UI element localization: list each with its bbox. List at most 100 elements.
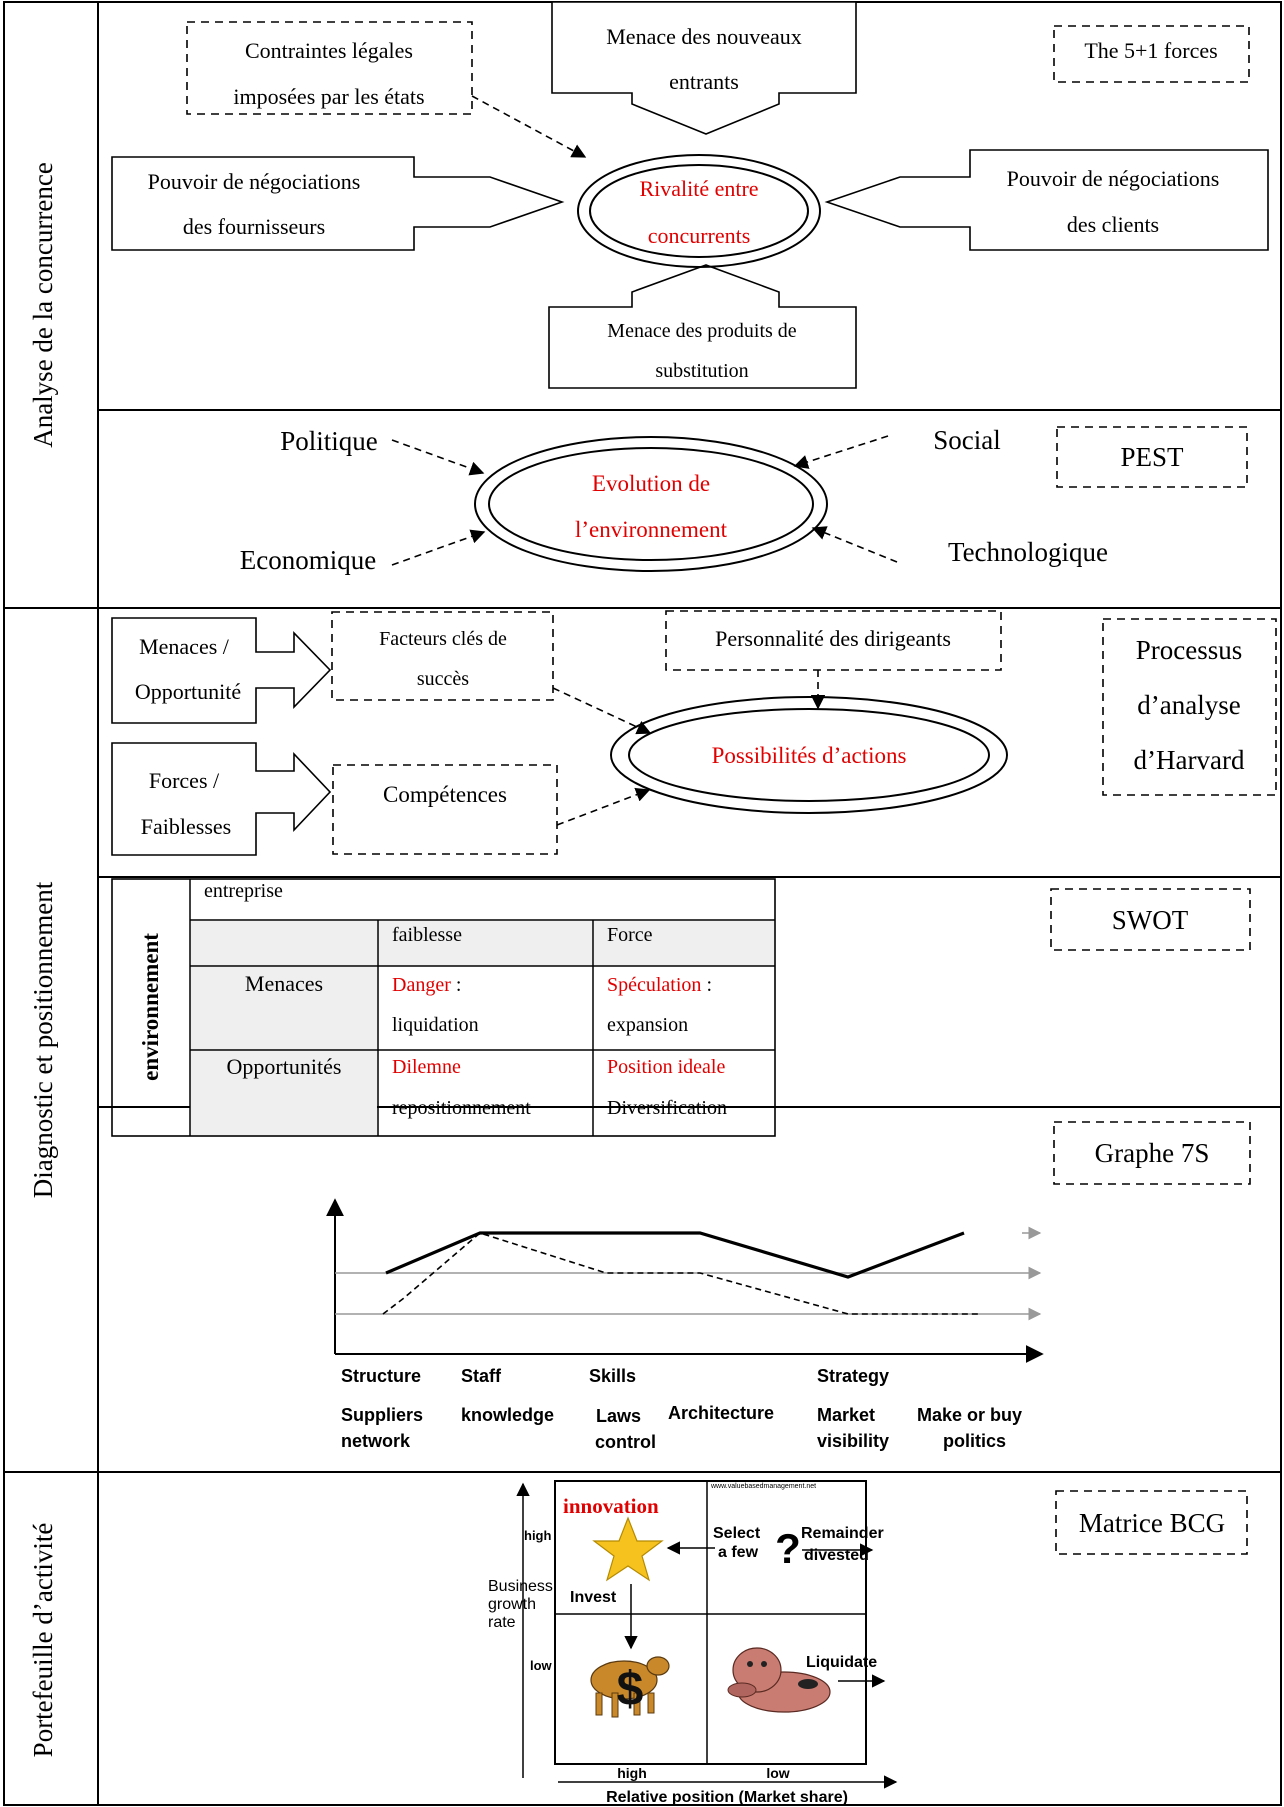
legal-constraints-label: Contraintes légales [245,38,413,63]
ksf-box [331,611,554,701]
bcg-remainder-label: Remainder [801,1525,884,1542]
competences-label: Compétences [383,782,507,807]
rivalry-label-2: concurrents [648,223,751,248]
graph7s-label-strategy: Strategy [817,1366,889,1386]
clients-label: Pouvoir de négociations [1007,166,1220,191]
pest-tag-box [1056,426,1248,488]
swot-cell-position-ideale: Position ideale [607,1056,725,1078]
threats-label-2: Opportunité [135,679,241,704]
strengths-label-2: Faiblesses [141,814,231,839]
dog-icon [727,1647,831,1713]
substitutes-arrow [548,264,857,389]
section-label-portfolio: Portefeuille d’activité [28,1523,58,1758]
bcg-y-high: high [524,1528,551,1543]
legal-constraints-label-2: imposées par les états [233,84,424,109]
bcg-source-url: www.valuebasedmanagement.net [710,1483,816,1490]
cash-cow-icon: $ [590,1656,670,1718]
graph7s-label-knowledge: knowledge [461,1405,554,1425]
harvard-diagram: Processus d’analyse d’Harvard Menaces / … [111,610,1277,856]
pest-politique: Politique [280,426,378,456]
bcg-ylabel-2: growth [488,1596,536,1613]
suppliers-arrow [111,156,565,251]
five-forces-tag: The 5+1 forces [1084,38,1217,63]
substitutes-label-2: substitution [655,360,748,382]
swot-tag: SWOT [1112,905,1189,935]
bcg-tag-box [1055,1490,1248,1555]
five-forces-tag-box [1053,25,1250,83]
rivalry-ellipse-outer [577,154,821,268]
dollar-sign-icon: $ [617,1663,644,1716]
swot-vertical-label: environnement [138,933,163,1081]
bcg-innovation-label: innovation [563,1494,659,1518]
swot-tag-box [1050,888,1251,951]
graph7s-label-make-or-buy: Make or buy [917,1405,1022,1425]
question-mark-icon: ? [775,1525,801,1572]
pest-center-label-2: l’environnement [575,517,728,542]
pest-diagram: PEST Politique Economique Social Technol… [240,425,1248,575]
threats-label: Menaces / [139,634,230,659]
bcg-liquidate-label: Liquidate [806,1654,877,1671]
harvard-center-label: Possibilités d’actions [712,743,907,768]
competences-box [332,764,558,855]
pest-arrow-economique [391,529,486,566]
pest-center-label: Evolution de [592,471,710,496]
pest-economique: Economique [240,545,376,575]
swot-cell-danger: Danger : [392,974,461,996]
graph7s-tag-box [1053,1121,1251,1185]
pest-ellipse-inner [488,447,814,561]
pest-arrow-technologique [811,526,898,563]
swot-cell-dilemne: Dilemne [392,1056,461,1078]
clients-label-2: des clients [1067,212,1159,237]
swot-cell-diversification: Diversification [607,1097,727,1119]
harvard-tag-box [1102,618,1277,796]
ksf-label: Facteurs clés de [379,628,507,650]
section-label-competition: Analyse de la concurrence [28,162,58,448]
pest-arrow-politique [391,439,485,476]
bcg-x-low: low [766,1765,789,1781]
bcg-tag: Matrice BCG [1079,1508,1225,1538]
ksf-arrow [552,687,652,735]
pest-technologique: Technologique [948,537,1108,567]
graph7s-label-structure: Structure [341,1366,421,1386]
five-forces-diagram: The 5+1 forces Contraintes légales impos… [111,1,1269,389]
bcg-x-high: high [617,1765,647,1781]
graph7s-label-market: Market [817,1405,875,1425]
personality-label: Personnalité des dirigeants [715,626,951,651]
swot-cell-repositionnement: repositionnement [392,1097,531,1119]
swot-row-menaces: Menaces [245,971,323,996]
threats-arrow [111,617,332,724]
graph7s-tag: Graphe 7S [1095,1138,1210,1168]
swot-outer [111,878,776,1137]
rivalry-label: Rivalité entre [639,176,758,201]
graph7s-label-skills: Skills [589,1366,636,1386]
legal-arrow [471,95,587,158]
suppliers-label: Pouvoir de négociations [148,169,361,194]
bcg-ylabel: Business [488,1578,553,1595]
harvard-tag: Processus [1136,635,1243,665]
swot-cell-speculation: Spéculation : [607,974,712,996]
new-entrants-label-2: entrants [669,69,739,94]
new-entrants-arrow [551,1,857,135]
swot-cell-expansion: expansion [607,1014,688,1036]
graph-7s: Graphe 7S Structure Staff Skills Strateg… [326,1121,1251,1452]
clients-arrow [824,149,1269,251]
pest-arrow-social [793,435,889,469]
graph7s-label-staff: Staff [461,1366,502,1386]
graph7s-label-network: network [341,1431,411,1451]
bcg-select-label-2: a few [718,1544,759,1561]
swot-table: SWOT environnement entreprise faiblesse … [111,878,1251,1137]
harvard-ellipse-outer [610,696,1008,814]
bcg-xlabel: Relative position (Market share) [606,1789,848,1806]
graph7s-label-architecture: Architecture [668,1403,774,1423]
swot-col-force: Force [607,924,653,946]
graph7s-label-politics: politics [943,1431,1006,1451]
swot-cell-liquidation: liquidation [392,1014,479,1036]
graph7s-label-suppliers: Suppliers [341,1405,423,1425]
new-entrants-label: Menace des nouveaux [606,24,801,49]
pest-ellipse-outer [474,436,828,572]
ksf-label-2: succès [417,668,469,690]
bcg-matrix: Matrice BCG www.valuebasedmanagement.net… [488,1480,1248,1806]
strengths-label: Forces / [149,768,220,793]
strengths-arrow [111,742,332,856]
bcg-invest-label: Invest [570,1589,617,1606]
